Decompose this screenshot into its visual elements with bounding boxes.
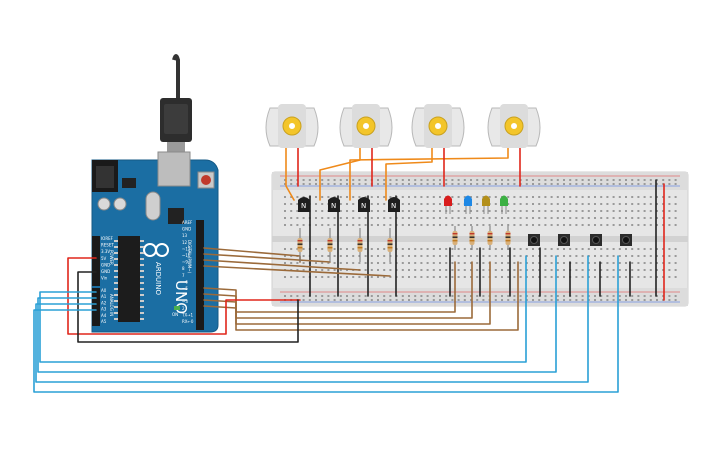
breadboard-holes	[284, 179, 677, 301]
push-button[interactable]	[558, 234, 570, 246]
analog-pin-label: A4	[101, 313, 107, 318]
dc-motor[interactable]	[265, 104, 319, 148]
analog-pin-label: A2	[101, 300, 107, 305]
breadboard[interactable]	[271, 171, 689, 307]
supply-wire-red[interactable]	[67, 257, 301, 335]
leds[interactable]	[444, 195, 508, 215]
digital-pin-label: 7	[182, 273, 185, 278]
power-header-label: POWER	[109, 250, 114, 265]
digital-pin-label: 2	[182, 306, 185, 311]
transistor-mark: N	[391, 202, 396, 210]
npn-transistor[interactable]: N	[298, 197, 310, 212]
power-pin-label: 5V	[101, 256, 107, 261]
motors[interactable]	[265, 104, 541, 148]
analog-header[interactable]	[92, 288, 100, 326]
digital-pin-label: 12	[182, 240, 188, 245]
dc-motor[interactable]	[411, 104, 465, 148]
npn-transistor[interactable]: N	[358, 197, 370, 212]
analog-pin-label: A0	[101, 288, 107, 293]
on-led	[174, 306, 180, 310]
power-pin-label: Vin	[101, 276, 108, 281]
led[interactable]	[464, 195, 472, 215]
digital-pin-label: 13	[182, 233, 188, 238]
digital-pin-label: GND	[182, 227, 191, 232]
digital-pin-label: ~11	[182, 246, 191, 251]
button-wire-blue[interactable]	[39, 255, 527, 363]
signal-wire-brown[interactable]	[203, 253, 331, 263]
led[interactable]	[500, 195, 508, 215]
digital-header-label: DIGITAL (PWM~)	[187, 240, 192, 274]
push-button[interactable]	[590, 234, 602, 246]
resistor[interactable]	[387, 228, 393, 262]
atmega-chip	[114, 236, 144, 322]
arduino-logo-icon	[143, 243, 169, 257]
digital-pin-label: ~9	[182, 260, 188, 265]
dc-motor[interactable]	[339, 104, 393, 148]
analog-pin-label: A1	[101, 294, 107, 299]
digital-header[interactable]	[196, 220, 204, 330]
arduino-uno-board[interactable]: ARDUINO UNO AREFGND1312~11~10~987~6~54~3…	[91, 54, 219, 333]
usb-cable-icon	[160, 54, 192, 152]
led[interactable]	[444, 195, 452, 215]
digital-pin-label: ~3	[182, 299, 188, 304]
resistor[interactable]	[357, 228, 363, 262]
motor-wire-orange[interactable]	[285, 146, 295, 201]
npn-transistor[interactable]: N	[388, 197, 400, 212]
transistor-mark: N	[331, 202, 336, 210]
resistors[interactable]	[297, 226, 511, 262]
digital-pin-label: AREF	[182, 220, 193, 225]
button-wire-blue[interactable]	[37, 255, 557, 373]
on-label: ON	[172, 312, 178, 317]
arduino-brand-label: ARDUINO	[154, 262, 162, 295]
reset-button[interactable]	[197, 171, 215, 189]
power-pin-label: 3.3V	[101, 249, 110, 254]
power-pin-label: GND	[101, 269, 110, 274]
push-buttons[interactable]	[528, 234, 632, 246]
transistor-mark: N	[361, 202, 366, 210]
wires[interactable]	[33, 146, 665, 393]
digital-pin-label: 4	[182, 293, 185, 298]
resistor[interactable]	[505, 226, 511, 250]
motor-wire-orange[interactable]	[349, 146, 509, 201]
power-header[interactable]	[92, 236, 100, 286]
led[interactable]	[482, 195, 490, 215]
arduino-model-label: UNO	[172, 280, 190, 314]
power-pin-label: GND	[101, 262, 110, 267]
ground-wire-black[interactable]	[77, 271, 299, 343]
digital-pin-label: ~5	[182, 286, 188, 291]
resistor[interactable]	[297, 228, 303, 262]
motor-wire-orange[interactable]	[319, 146, 361, 201]
power-pin-label: IOREF	[101, 236, 114, 241]
button-wire-blue[interactable]	[35, 255, 589, 383]
analog-pin-label: A3	[101, 307, 107, 312]
digital-pin-label: ~10	[182, 253, 191, 258]
digital-pin-label: RX←0	[182, 319, 194, 324]
resistor[interactable]	[469, 226, 475, 250]
resistor[interactable]	[487, 226, 493, 250]
power-pin-label: RESET	[101, 243, 114, 248]
dc-motor[interactable]	[487, 104, 541, 148]
motor-wire-orange[interactable]	[385, 146, 433, 201]
resistor[interactable]	[452, 226, 458, 250]
push-button[interactable]	[620, 234, 632, 246]
transistor-mark: N	[301, 202, 306, 210]
signal-wire-brown[interactable]	[203, 259, 361, 271]
analog-pin-label: A5	[101, 319, 107, 324]
resistor[interactable]	[327, 228, 333, 262]
button-wire-blue[interactable]	[33, 255, 619, 393]
push-button[interactable]	[528, 234, 540, 246]
npn-transistor[interactable]: N	[328, 197, 340, 212]
signal-wire-brown[interactable]	[203, 265, 391, 277]
digital-pin-label: ~6	[182, 279, 188, 284]
analog-header-label: ANALOG IN	[109, 294, 114, 316]
digital-pin-label: TX→1	[181, 312, 194, 317]
digital-pin-label: 8	[182, 266, 185, 271]
